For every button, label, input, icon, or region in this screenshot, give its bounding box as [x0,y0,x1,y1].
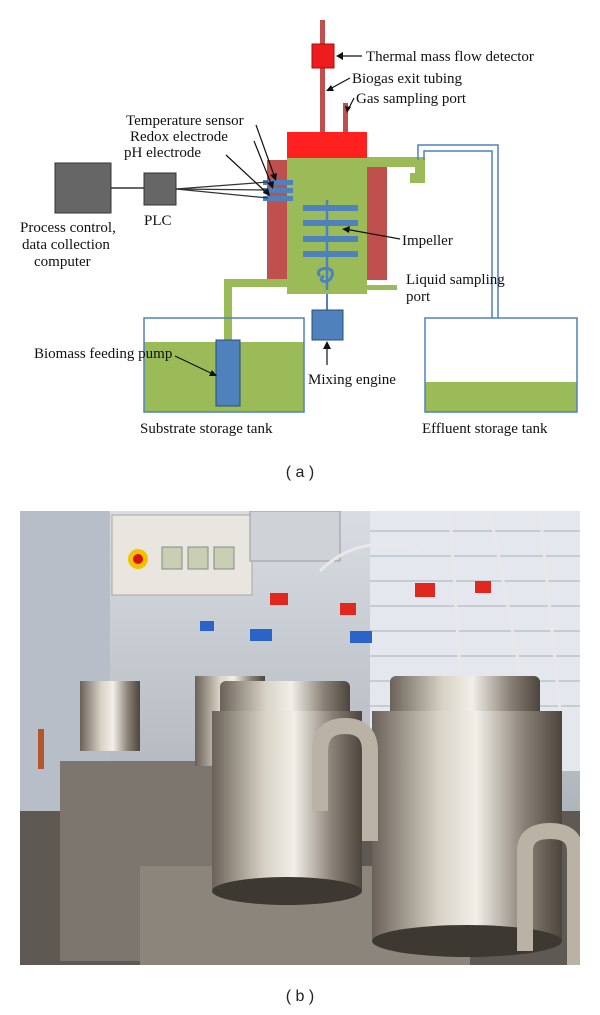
feed-pipe [224,279,287,340]
label-liquid-sampling-1: Liquid sampling [406,272,505,288]
arrowhead-ph [263,188,270,196]
plc-unit [143,172,177,206]
effluent-storage-tank [424,317,578,413]
arrowhead-gas-sampling [345,106,351,113]
arrowhead-mixing [323,341,331,349]
heating-jacket-left [267,160,287,280]
label-thermal-mass-flow-detector: Thermal mass flow detector [366,49,534,65]
label-ph-electrode: pH electrode [124,145,201,161]
impeller-blade-4 [303,251,358,257]
ph-electrode-probe [263,196,293,201]
reactor-schematic: Thermal mass flow detector Biogas exit t… [20,20,578,437]
process-control-computer [54,162,112,214]
label-process-control-1: Process control, [20,220,116,236]
arrowhead-impeller [342,226,350,233]
arrowhead-pump [209,370,217,376]
arrow-redox [253,140,273,187]
impeller-coil [316,267,334,283]
arrow-pump [174,355,216,376]
arrow-ph [225,154,269,195]
impeller-blade-2 [303,220,358,226]
mixing-engine [311,309,344,341]
effluent-outlet-pipe [367,157,425,183]
label-liquid-sampling-2: port [406,289,431,305]
label-impeller: Impeller [402,233,453,249]
arrowhead-biogas [326,85,334,91]
label-substrate-storage-tank: Substrate storage tank [140,421,273,437]
label-process-control-3: computer [34,254,91,270]
effluent-tubing-inner [423,150,493,318]
impeller-blade-3 [303,236,358,242]
reactor-lid [287,132,367,158]
arrowhead-temperature [270,173,277,181]
plc-wire-1 [175,181,269,190]
caption-a: ( a ) [285,464,315,481]
impeller-blade-1 [303,205,358,211]
gas-sampling-port [343,103,348,135]
label-gas-sampling-port: Gas sampling port [356,91,467,107]
plc-wire-2 [175,188,269,191]
thermal-mass-flow-detector [311,43,335,69]
label-redox-electrode: Redox electrode [130,129,228,145]
substrate-storage-tank [143,317,305,413]
label-temperature-sensor: Temperature sensor [126,113,244,129]
effluent-tubing [417,144,499,318]
liquid-sampling-port [367,285,397,290]
caption-b: ( b ) [285,988,315,1005]
effluent-tank-liquid [425,382,577,412]
arrow-temperature [255,124,276,179]
label-plc: PLC [144,213,172,229]
arrowhead-redox [267,181,274,189]
label-mixing-engine: Mixing engine [308,372,396,388]
label-biogas-exit-tubing: Biogas exit tubing [352,71,462,87]
temperature-sensor-probe [263,180,293,185]
label-process-control-2: data collection [22,237,110,253]
heating-jacket-right [367,160,387,280]
biogas-exit-tubing [320,20,325,135]
label-biomass-feeding-pump: Biomass feeding pump [34,346,172,362]
redox-electrode-probe [263,188,293,193]
plc-wire-3 [175,188,269,199]
biomass-feeding-pump [215,339,241,407]
label-effluent-storage-tank: Effluent storage tank [422,421,548,437]
arrowhead-thermal [336,52,343,60]
arrow-impeller [344,228,401,240]
reactor-photograph [20,511,580,965]
photo-illustration [20,511,580,965]
